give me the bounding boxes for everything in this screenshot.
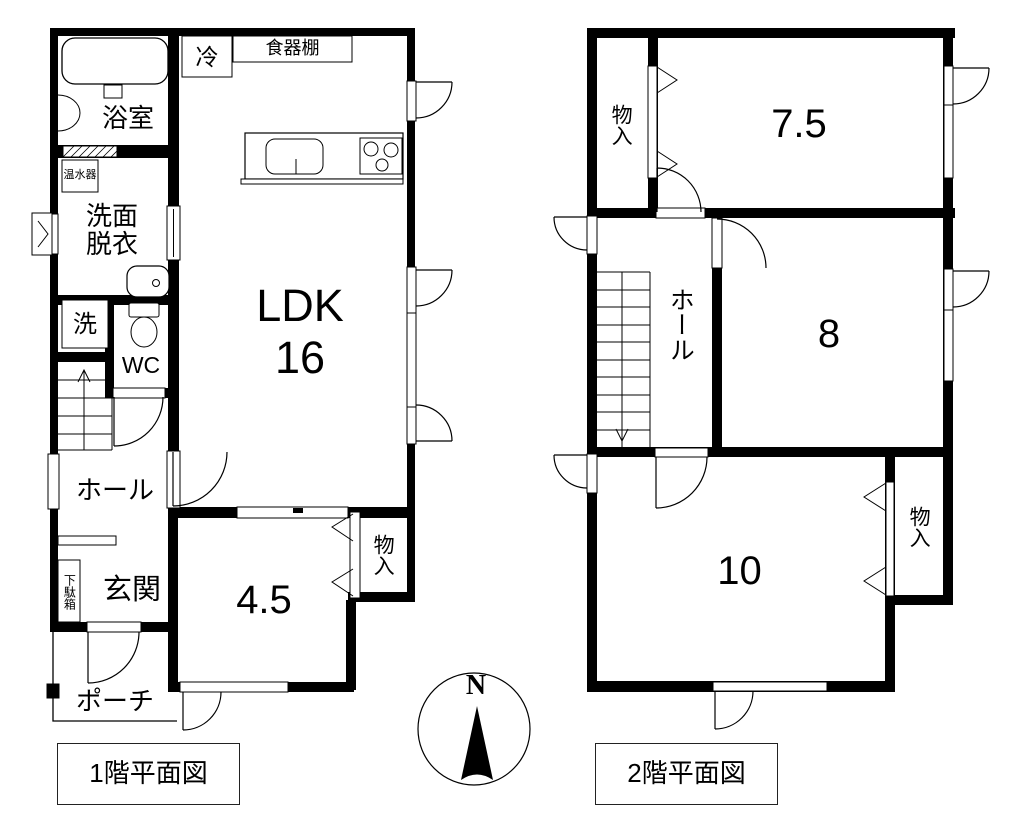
shoe-box-outline [57, 559, 81, 623]
room-label-hall-2f: ホール [666, 286, 695, 362]
room-label-closet-1f: 物入 [371, 534, 395, 576]
washer-box [61, 299, 109, 349]
floor1-stairs [58, 368, 113, 451]
caption-floor1: 1階平面図 [57, 743, 240, 805]
bath-faucet [103, 84, 123, 99]
counter-shelf [240, 178, 404, 185]
compass-needle [461, 706, 493, 780]
caption-floor2-text: 2階平面図 [627, 758, 746, 789]
cupboard-box [232, 35, 353, 63]
compass-north-label: N [465, 670, 487, 702]
room-label-bath: 浴室 [101, 103, 154, 134]
room-label-porch: ポーチ [75, 686, 154, 717]
label-water-heater: 温水器 [63, 169, 97, 182]
ldk-opening-center-tick [293, 508, 303, 513]
room-label-wc: WC [121, 351, 161, 378]
washbasin [126, 265, 170, 298]
label-fridge: 冷 [195, 43, 219, 70]
floor1-fixtures [46, 35, 404, 722]
room-label-8: 8 [817, 311, 841, 356]
bathtub [61, 37, 169, 85]
room-label-10: 10 [717, 548, 762, 593]
kitchen-sink [265, 138, 324, 175]
floor2-openings [586, 65, 954, 692]
toilet-bowl [130, 316, 158, 348]
toilet-tank [128, 302, 160, 318]
caption-floor1-text: 1階平面図 [89, 758, 208, 789]
label-cupboard: 食器棚 [265, 38, 320, 59]
label-shoe-box: 下駄箱 [62, 574, 77, 610]
room-label-75: 7.5 [771, 101, 827, 146]
room-label-hall-1f: ホール [75, 475, 154, 506]
room-label-closet-2f-b: 物入 [907, 506, 931, 548]
floor2-door-symbols [553, 66, 990, 730]
floor1-door-symbols [37, 81, 453, 731]
porch-pillar [46, 683, 60, 699]
caption-floor2: 2階平面図 [595, 743, 778, 805]
shower-area [57, 94, 81, 132]
label-washer: 洗 [73, 311, 97, 339]
floor1-openings [31, 80, 417, 693]
room-label-washroom: 洗面 脱衣 [85, 201, 138, 259]
room-label-45: 4.5 [236, 577, 292, 622]
porch-outline [52, 632, 177, 722]
compass-rose [417, 672, 531, 786]
floor2-stairs [597, 271, 651, 447]
water-heater-box [61, 159, 99, 193]
room-label-ldk: LDK [256, 280, 344, 332]
room-label-ldk-size: 16 [274, 332, 326, 384]
room-label-entrance: 玄関 [102, 573, 161, 606]
room-label-closet-2f-a: 物入 [609, 104, 633, 146]
fridge-box [181, 35, 233, 78]
